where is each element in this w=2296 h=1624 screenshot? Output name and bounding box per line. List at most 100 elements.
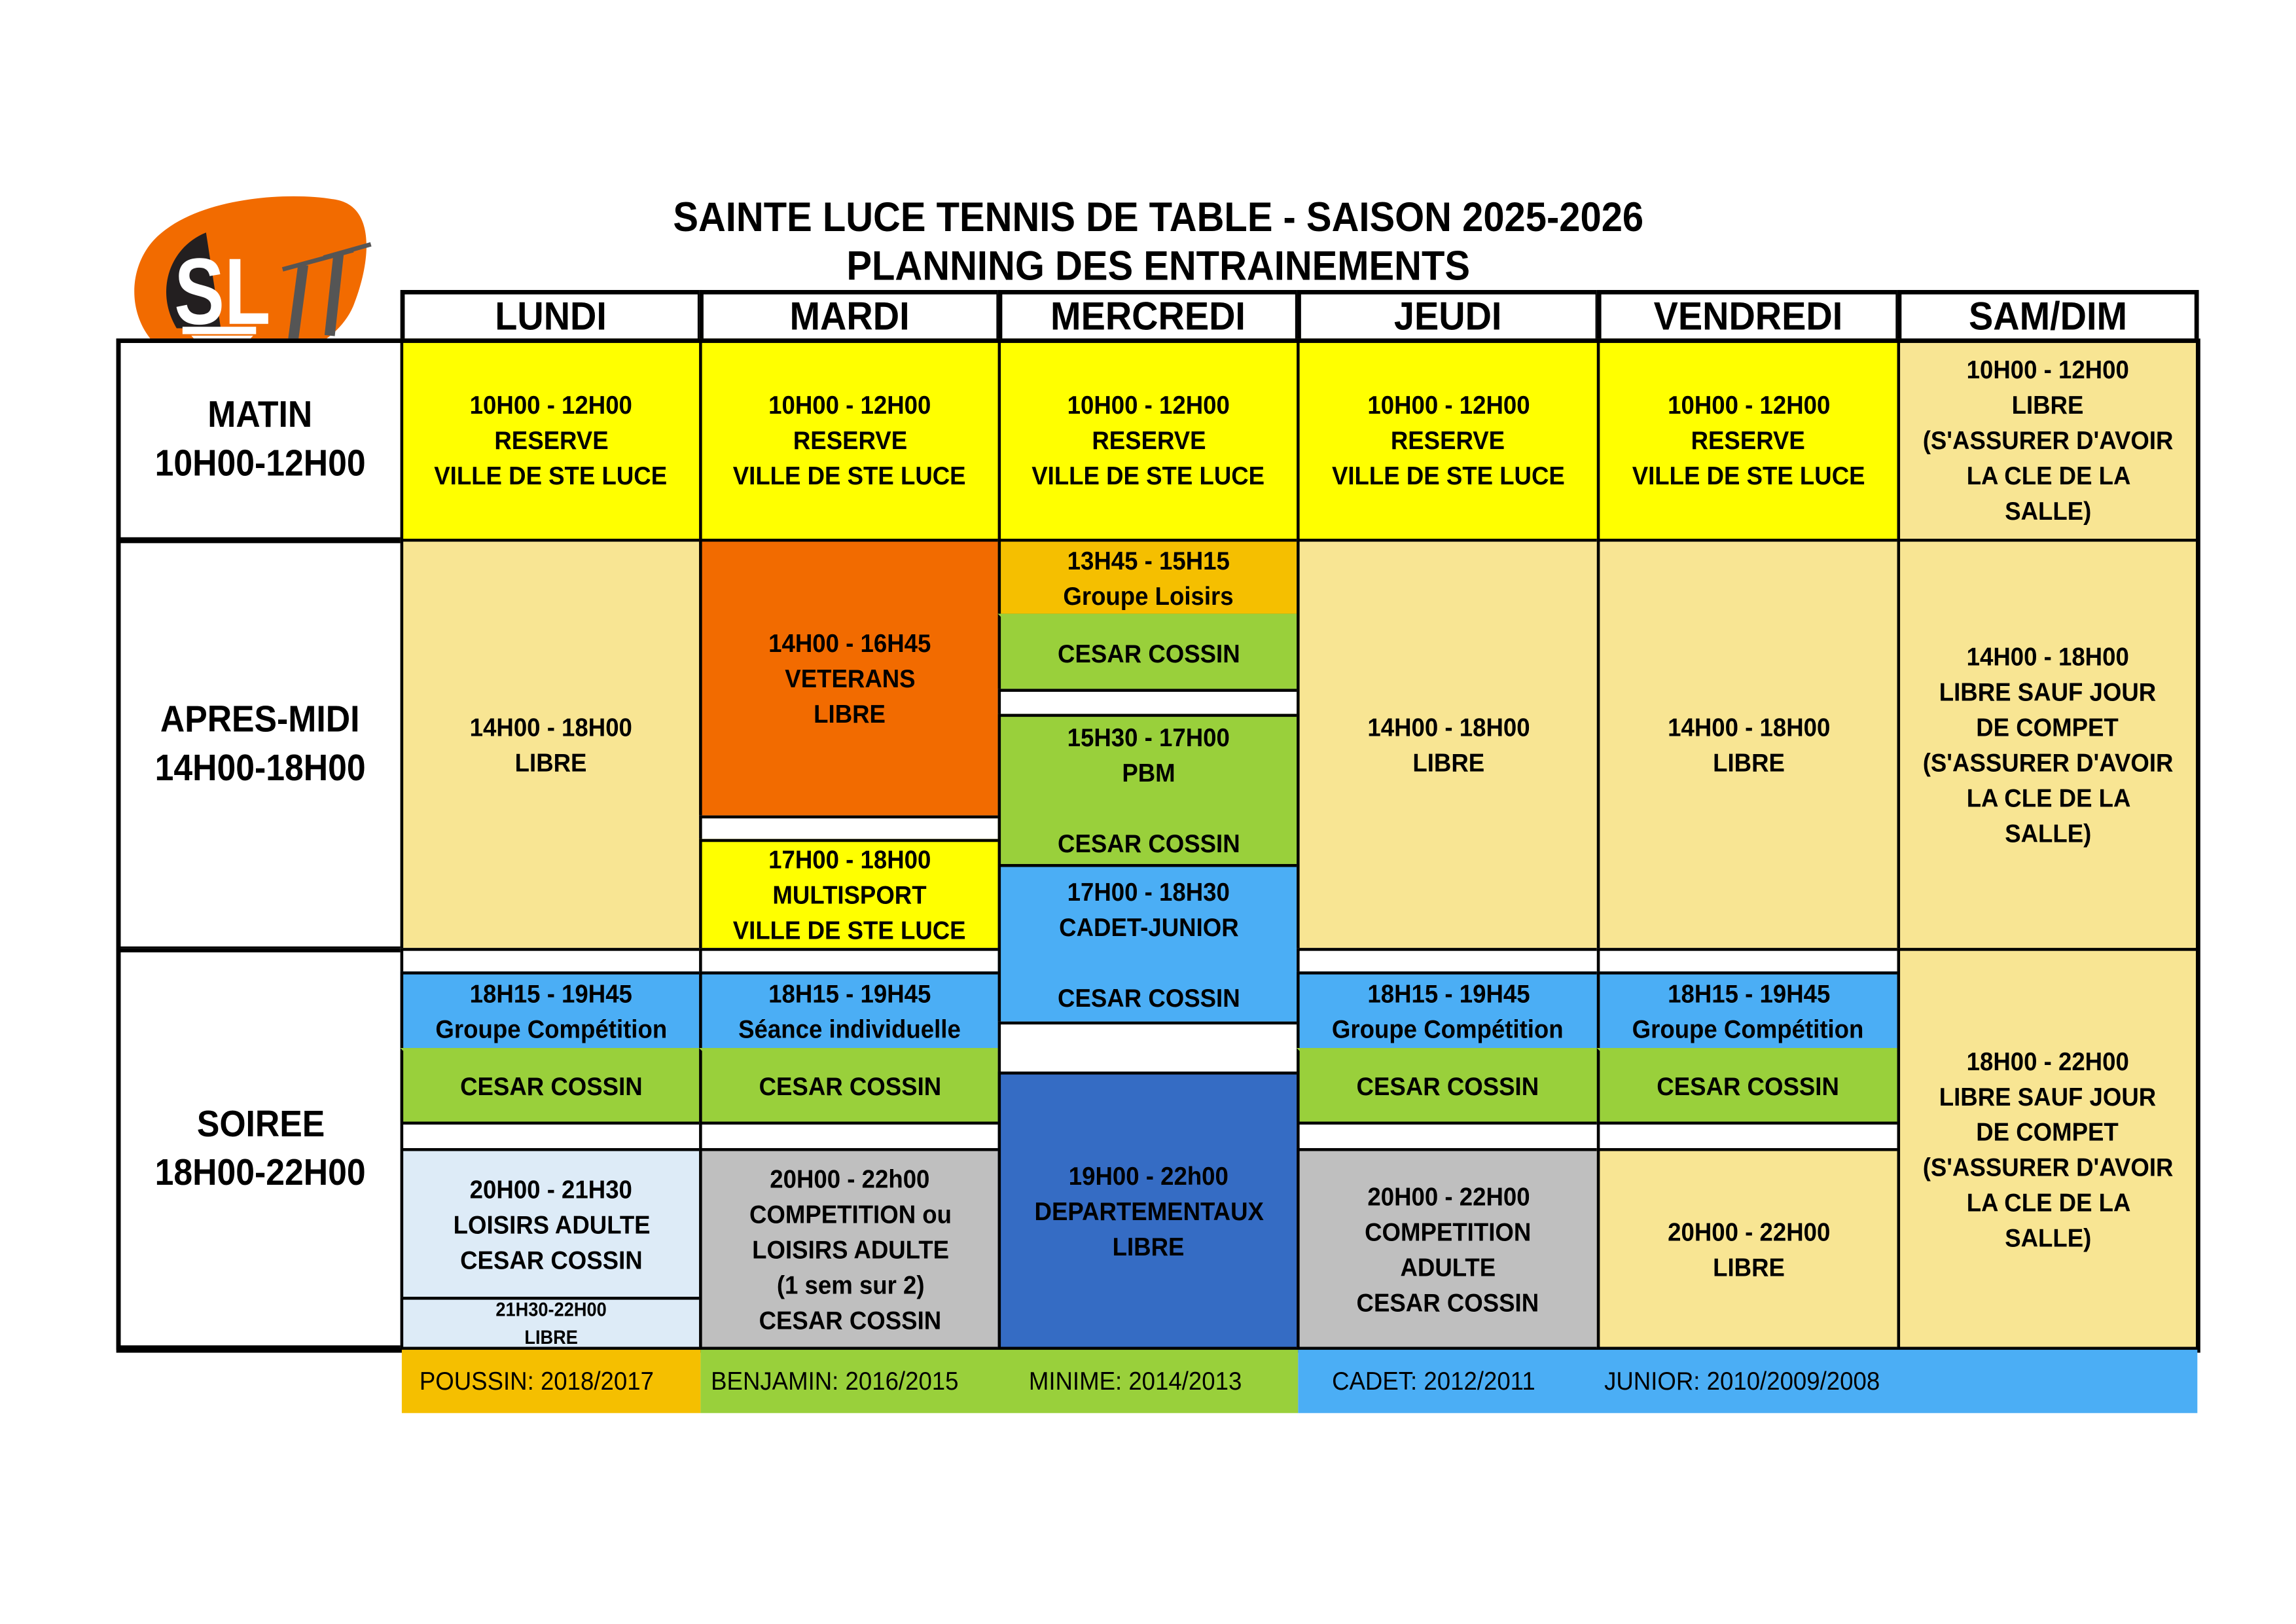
session-line: LIBRE SAUF JOUR <box>1939 677 2157 707</box>
day-label: JEUDI <box>1394 293 1502 338</box>
session-line: DEPARTEMENTAUX <box>1033 1196 1264 1226</box>
session-line: RESERVE <box>493 425 609 455</box>
page-title: SAINTE LUCE TENNIS DE TABLE - SAISON 202… <box>673 194 1644 240</box>
period-name: APRES-MIDI <box>160 699 361 741</box>
empty-slot <box>1596 948 1901 975</box>
legend-junior: JUNIOR: 2010/2009/2008 <box>1604 1365 1880 1396</box>
session-line: SALLE) <box>2004 818 2092 848</box>
session-line: ADULTE <box>1400 1252 1496 1282</box>
period-name: SOIREE <box>196 1103 325 1145</box>
day-header: MERCREDI <box>997 289 1300 343</box>
session-line: SALLE) <box>2004 1222 2092 1252</box>
empty-slot <box>400 948 702 975</box>
session-line: 20H00 - 22h00 <box>770 1163 930 1193</box>
session-line: LIBRE <box>1712 748 1785 778</box>
session-line: LIBRE <box>1712 1252 1785 1282</box>
legend-cadet: CADET: 2012/2011 <box>1332 1365 1535 1396</box>
session-line: CESAR COSSIN <box>459 1072 643 1102</box>
day-header: LUNDI <box>400 289 702 343</box>
session-line: Groupe Loisirs <box>1063 581 1234 611</box>
session-cell: CESAR COSSIN <box>699 1048 1001 1125</box>
legend-band-poussin <box>401 1350 701 1413</box>
session-line: 14H00 - 16H45 <box>768 628 931 659</box>
session-line: CESAR COSSIN <box>1357 1072 1540 1102</box>
day-header: JEUDI <box>1297 289 1600 343</box>
session-line: LIBRE <box>1113 1231 1185 1261</box>
empty-slot <box>997 689 1300 717</box>
session-line: CESAR COSSIN <box>459 1244 643 1274</box>
session-cell: CESAR COSSIN <box>1596 1048 1901 1125</box>
session-line: 14H00 - 18H00 <box>1966 641 2130 672</box>
session-line: RESERVE <box>1091 425 1206 455</box>
session-line: (1 sem sur 2) <box>776 1269 924 1299</box>
session-line: 18H15 - 19H45 <box>469 979 633 1009</box>
session-line: 17H00 - 18H00 <box>768 844 931 875</box>
period-hours: 18H00-22H00 <box>154 1151 367 1193</box>
session-line: VILLE DE STE LUCE <box>733 915 967 945</box>
session-cell: CESAR COSSIN <box>400 1048 702 1125</box>
session-line: Groupe Compétition <box>435 1014 668 1044</box>
session-line: LIBRE <box>524 1326 578 1348</box>
session-line: Groupe Compétition <box>1332 1014 1564 1044</box>
session-line: CESAR COSSIN <box>759 1072 941 1102</box>
session-line: VILLE DE STE LUCE <box>733 460 967 490</box>
empty-slot <box>1297 948 1600 975</box>
session-cell: CESAR COSSIN <box>997 613 1300 692</box>
session-line: 18H15 - 19H45 <box>1667 979 1830 1009</box>
session-line: 10H00 - 12H00 <box>469 389 633 420</box>
day-header: MARDI <box>699 289 1001 343</box>
period-label: SOIREE 18H00-22H00 <box>116 948 405 1350</box>
session-line: 14H00 - 18H00 <box>1667 712 1830 742</box>
session-line: CESAR COSSIN <box>1057 829 1240 858</box>
session-line: DE COMPET <box>1977 1116 2119 1146</box>
session-line: RESERVE <box>1691 425 1806 455</box>
session-line: (S'ASSURER D'AVOIR <box>1922 748 2174 778</box>
period-name: MATIN <box>208 394 313 436</box>
empty-slot <box>400 1121 702 1151</box>
session-line: VILLE DE STE LUCE <box>1632 460 1865 490</box>
session-line: 13H45 - 15H15 <box>1067 545 1230 575</box>
session-line: VETERANS <box>784 664 916 694</box>
session-line: 19H00 - 22h00 <box>1069 1161 1229 1191</box>
session-line: COMPETITION <box>1365 1216 1532 1246</box>
session-line: LIBRE <box>515 748 588 778</box>
day-label: LUNDI <box>495 293 607 338</box>
session-line: MULTISPORT <box>773 880 927 910</box>
session-line: VILLE DE STE LUCE <box>1032 460 1266 490</box>
session-line: Séance individuelle <box>738 1014 961 1044</box>
session-line: 14H00 - 18H00 <box>469 712 633 742</box>
empty-slot <box>1297 1121 1600 1151</box>
period-hours: 14H00-18H00 <box>154 748 367 789</box>
session-line: (S'ASSURER D'AVOIR <box>1922 1151 2174 1182</box>
session-line: LIBRE SAUF JOUR <box>1939 1081 2157 1111</box>
empty-slot <box>997 1021 1300 1075</box>
empty-slot <box>699 948 1001 975</box>
day-label: VENDREDI <box>1654 293 1843 338</box>
empty-slot <box>699 1121 1001 1151</box>
session-line: 20H00 - 21H30 <box>469 1174 633 1204</box>
session-line: 15H30 - 17H00 <box>1067 723 1230 753</box>
session-line: 10H00 - 12H00 <box>1966 354 2130 384</box>
day-label: SAM/DIM <box>1969 293 2128 338</box>
session-line: DE COMPET <box>1977 712 2119 742</box>
